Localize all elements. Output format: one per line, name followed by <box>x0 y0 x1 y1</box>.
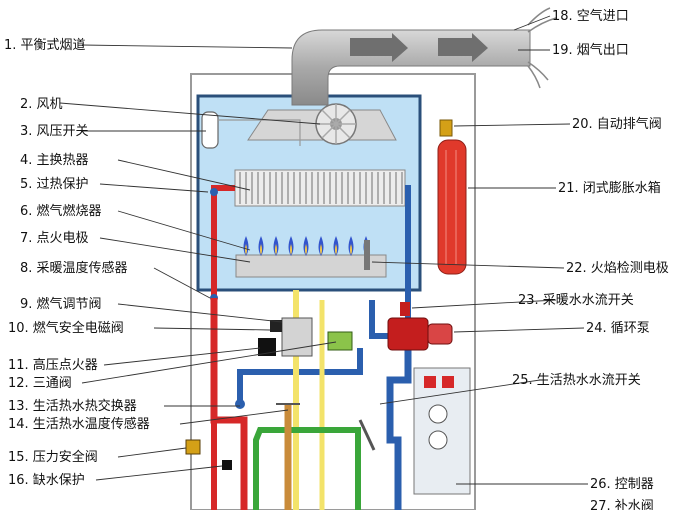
burner-flame-core <box>290 244 292 255</box>
label-gas-regulating-valve: 9. 燃气调节阀 <box>20 296 102 312</box>
overheat-protector <box>210 188 218 196</box>
label-gas-burner: 6. 燃气燃烧器 <box>20 203 102 219</box>
controller <box>413 367 471 495</box>
controller-button-2 <box>442 376 454 388</box>
air-wisp-3 <box>527 61 549 81</box>
label-low-water-protection: 16. 缺水保护 <box>8 473 85 488</box>
burner-flame-core <box>320 244 322 255</box>
label-three-way-valve: 12. 三通阀 <box>8 376 72 391</box>
return-outlet <box>386 340 412 510</box>
burner-flame-core <box>260 244 262 255</box>
label-expansion-tank: 21. 闭式膨胀水箱 <box>558 180 661 196</box>
air-pressure-switch <box>201 111 219 149</box>
flue-arrow-2 <box>438 33 488 62</box>
auto-air-vent <box>439 119 453 137</box>
fan-blades <box>316 104 356 144</box>
pressure-tube <box>218 119 301 146</box>
air-wisp-4 <box>527 65 541 89</box>
gas-burner <box>235 254 387 278</box>
burner-flames <box>243 236 369 256</box>
label-fan: 2. 风机 <box>20 97 63 112</box>
label-dhw-heat-exchanger: 13. 生活热水热交换器 <box>8 398 137 414</box>
heat-exchanger-fins <box>239 172 403 204</box>
label-overheat-protection: 5. 过热保护 <box>20 177 89 192</box>
return-connector <box>369 300 388 339</box>
flow-switch <box>400 302 410 316</box>
flue-arrow-1 <box>350 33 408 62</box>
dhw-exchanger-port <box>235 399 245 409</box>
label-dhw-flow-switch: 25. 生活热水水流开关 <box>512 373 641 388</box>
burner-flame-core <box>275 244 277 255</box>
flame-detection-electrode <box>364 240 370 270</box>
label-air-pressure-switch: 3. 风压开关 <box>20 124 89 139</box>
ignition-transformer <box>258 338 276 356</box>
heating-supply-outlet <box>210 298 248 510</box>
circulation-pump <box>387 317 429 351</box>
label-controller: 26. 控制器 <box>590 477 654 492</box>
label-auto-air-vent: 20. 自动排气阀 <box>572 116 662 132</box>
tank-highlight <box>445 150 457 264</box>
expansion-tank <box>437 139 467 275</box>
label-flue-outlet: 19. 烟气出口 <box>552 42 629 58</box>
gas-solenoid <box>270 320 282 332</box>
burner-flame-core <box>350 244 352 255</box>
label-circulation-pump: 24. 循环泵 <box>586 321 650 336</box>
controller-knob-1 <box>428 404 448 424</box>
label-flame-detection-electrode: 22. 火焰检测电极 <box>566 261 669 276</box>
heating-return-pipe <box>405 185 411 320</box>
label-high-voltage-igniter: 11. 高压点火器 <box>8 357 98 373</box>
cold-water-line <box>253 427 361 510</box>
low-water-protector <box>222 460 232 470</box>
dhw-flow-switch <box>358 419 376 451</box>
label-ignition-electrode: 7. 点火电极 <box>20 231 89 246</box>
pressure-relief-valve <box>185 439 201 455</box>
label-dhw-temp-sensor: 14. 生活热水温度传感器 <box>8 416 150 432</box>
label-makeup-valve: 27. 补水阀 <box>590 499 654 510</box>
three-way-link <box>237 348 363 400</box>
label-pressure-relief-valve: 15. 压力安全阀 <box>8 449 98 465</box>
label-balanced-flue: 1. 平衡式烟道 <box>4 38 86 53</box>
label-heating-temp-sensor: 8. 采暖温度传感器 <box>20 260 128 276</box>
controller-knob-2 <box>428 430 448 450</box>
pump-motor <box>427 323 453 345</box>
label-main-heat-exchanger: 4. 主换热器 <box>20 153 89 168</box>
label-gas-safety-solenoid: 10. 燃气安全电磁阀 <box>8 320 124 336</box>
three-way-valve <box>327 331 353 351</box>
label-heating-flow-switch: 23. 采暖水水流开关 <box>518 293 634 308</box>
burner-flame-core <box>335 244 337 255</box>
air-wisp-2 <box>527 17 557 33</box>
leader-lines <box>59 15 588 485</box>
main-heat-exchanger <box>234 169 406 207</box>
label-air-inlet: 18. 空气进口 <box>552 8 629 24</box>
burner-flame-core <box>305 244 307 255</box>
air-wisp-1 <box>527 7 551 26</box>
burner-flame-core <box>245 244 247 255</box>
controller-button-1 <box>424 376 436 388</box>
